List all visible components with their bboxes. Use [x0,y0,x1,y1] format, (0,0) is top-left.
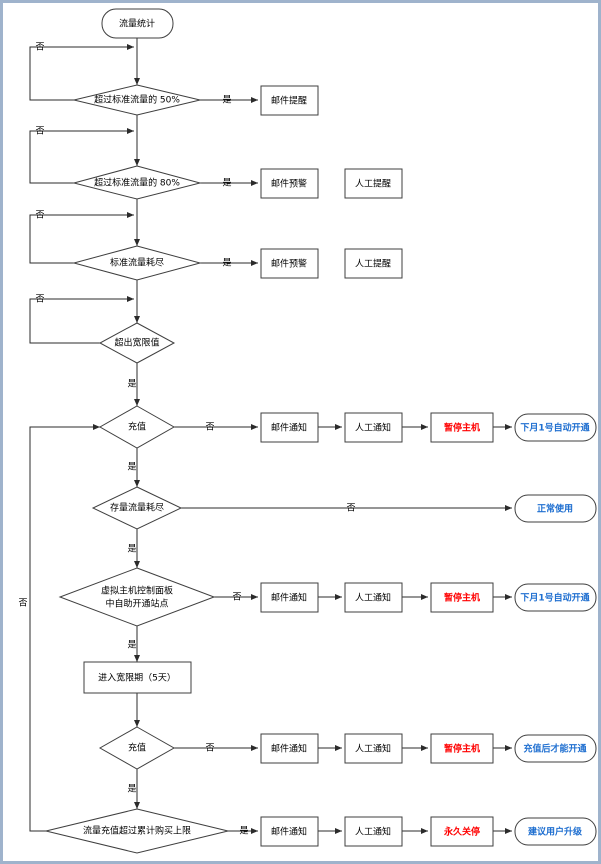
edge-d80-no-loop [29,128,134,184]
node-mail-remind[interactable]: 邮件提醒 [260,85,319,116]
node-mail-notice-4-label: 邮件通知 [271,826,307,838]
node-decision-panel-line1: 虚拟主机控制面板 [101,585,173,597]
edge-label-no-50: 否 [35,42,44,53]
edge-label-yes-std: 是 [222,258,231,269]
node-mail-warn-2-label: 邮件预警 [271,258,307,270]
node-decision-over-cap-label: 流量充值超过累计购买上限 [83,825,191,837]
node-manual-notice-1[interactable]: 人工通知 [344,412,403,443]
node-auto-open-1-label: 下月1号自动开通 [520,422,589,434]
node-mail-notice-1-label: 邮件通知 [271,422,307,434]
edge-cap-no-long-loop [29,424,100,832]
node-decision-recharge-1[interactable]: 充值 [98,405,176,449]
node-suspend-host-3-label: 暂停主机 [444,743,480,755]
edge-label-yes-panel: 是 [127,640,136,651]
node-decision-panel-self-open[interactable]: 虚拟主机控制面板 中自助开通站点 [58,567,216,627]
node-decision-stock-used-label: 存量流量耗尽 [110,502,164,514]
node-manual-notice-4[interactable]: 人工通知 [344,816,403,847]
node-mail-warn-1[interactable]: 邮件预警 [260,168,319,199]
edge-d50-no-loop [29,44,134,101]
node-mail-notice-2[interactable]: 邮件通知 [260,582,319,613]
node-permanent-stop[interactable]: 永久关停 [430,816,494,847]
edges-layer [29,37,512,834]
node-manual-notice-3[interactable]: 人工通知 [344,733,403,764]
node-permanent-stop-label: 永久关停 [443,826,480,838]
node-open-after-recharge-label: 充值后才能开通 [523,743,586,755]
node-open-after-recharge[interactable]: 充值后才能开通 [514,734,597,763]
edge-label-no-panel: 否 [232,592,241,603]
edge-label-no-recharge1: 否 [205,422,214,433]
node-manual-remind-1-label: 人工提醒 [355,179,391,190]
flowchart-canvas: 流量统计 超过标准流量的 50% 邮件提醒 超过标准流量的 80% 邮件预警 人… [18,8,597,854]
node-decision-std-used-label: 标准流量耗尽 [110,257,164,269]
node-manual-remind-1[interactable]: 人工提醒 [344,168,403,199]
node-decision-over-50[interactable]: 超过标准流量的 50% [73,84,201,116]
edge-label-yes-stock: 是 [127,544,136,555]
edge-label-no-recharge2: 否 [205,743,214,754]
edge-label-yes-80: 是 [222,178,231,189]
node-mail-notice-3[interactable]: 邮件通知 [260,733,319,764]
node-mail-notice-3-label: 邮件通知 [271,743,307,755]
node-suspend-host-1-label: 暂停主机 [444,422,480,434]
node-mail-remind-label: 邮件提醒 [271,95,307,107]
edge-labels-layer: 否 是 否 是 否 是 否 是 否 是 否 是 否 是 否 是 是 否 [18,42,355,837]
edge-label-no-80: 否 [35,126,44,137]
edge-label-no-long-loop: 否 [18,598,27,609]
node-decision-recharge-2-label: 充值 [128,742,146,754]
edge-label-yes-grace: 是 [127,379,136,390]
edge-label-yes-50: 是 [222,95,231,106]
node-decision-over-grace[interactable]: 超出宽限值 [98,322,176,364]
node-mail-notice-2-label: 邮件通知 [271,592,307,604]
edge-label-yes-cap: 是 [239,826,248,837]
node-suspend-host-2[interactable]: 暂停主机 [430,582,494,613]
node-auto-open-2-label: 下月1号自动开通 [520,592,589,604]
edge-dgrace-no-loop [29,296,134,344]
node-normal-use[interactable]: 正常使用 [514,494,597,523]
node-manual-notice-3-label: 人工通知 [355,743,391,755]
edge-label-no-std: 否 [35,210,44,221]
node-suggest-upgrade-label: 建议用户升级 [528,826,583,838]
node-grace-period[interactable]: 进入宽限期（5天） [83,661,192,694]
edge-dstd-no-loop [29,212,134,264]
node-mail-notice-1[interactable]: 邮件通知 [260,412,319,443]
node-start[interactable]: 流量统计 [101,8,174,39]
node-auto-open-2[interactable]: 下月1号自动开通 [514,583,597,612]
node-manual-remind-2[interactable]: 人工提醒 [344,248,403,279]
node-start-label: 流量统计 [119,18,155,30]
node-manual-notice-4-label: 人工通知 [355,826,391,838]
node-manual-remind-2-label: 人工提醒 [355,259,391,270]
edge-label-no-stock: 否 [346,503,355,514]
node-decision-over-cap[interactable]: 流量充值超过累计购买上限 [45,808,229,854]
node-mail-warn-1-label: 邮件预警 [271,178,307,190]
node-decision-std-used[interactable]: 标准流量耗尽 [72,245,202,281]
node-manual-notice-1-label: 人工通知 [355,422,391,434]
node-decision-panel-line2: 中自助开通站点 [105,598,168,610]
node-suspend-host-3[interactable]: 暂停主机 [430,733,494,764]
node-decision-over-50-label: 超过标准流量的 50% [94,94,180,106]
node-manual-notice-2[interactable]: 人工通知 [344,582,403,613]
node-decision-recharge-1-label: 充值 [128,421,146,433]
node-normal-use-label: 正常使用 [537,503,573,515]
edge-label-yes-recharge1: 是 [127,462,136,473]
node-mail-warn-2[interactable]: 邮件预警 [260,248,319,279]
node-suspend-host-2-label: 暂停主机 [444,592,480,604]
node-grace-period-label: 进入宽限期（5天） [98,672,176,684]
node-decision-over-grace-label: 超出宽限值 [114,337,159,349]
edge-label-no-grace: 否 [35,294,44,305]
node-suggest-upgrade[interactable]: 建议用户升级 [514,817,597,846]
node-suspend-host-1[interactable]: 暂停主机 [430,412,494,443]
node-decision-stock-used[interactable]: 存量流量耗尽 [91,486,183,530]
node-mail-notice-4[interactable]: 邮件通知 [260,816,319,847]
edge-label-yes-recharge2: 是 [127,784,136,795]
node-decision-over-80-label: 超过标准流量的 80% [94,177,180,189]
node-auto-open-1[interactable]: 下月1号自动开通 [514,413,597,442]
node-manual-notice-2-label: 人工通知 [355,592,391,604]
node-decision-recharge-2[interactable]: 充值 [98,726,176,770]
node-decision-over-80[interactable]: 超过标准流量的 80% [72,165,202,200]
